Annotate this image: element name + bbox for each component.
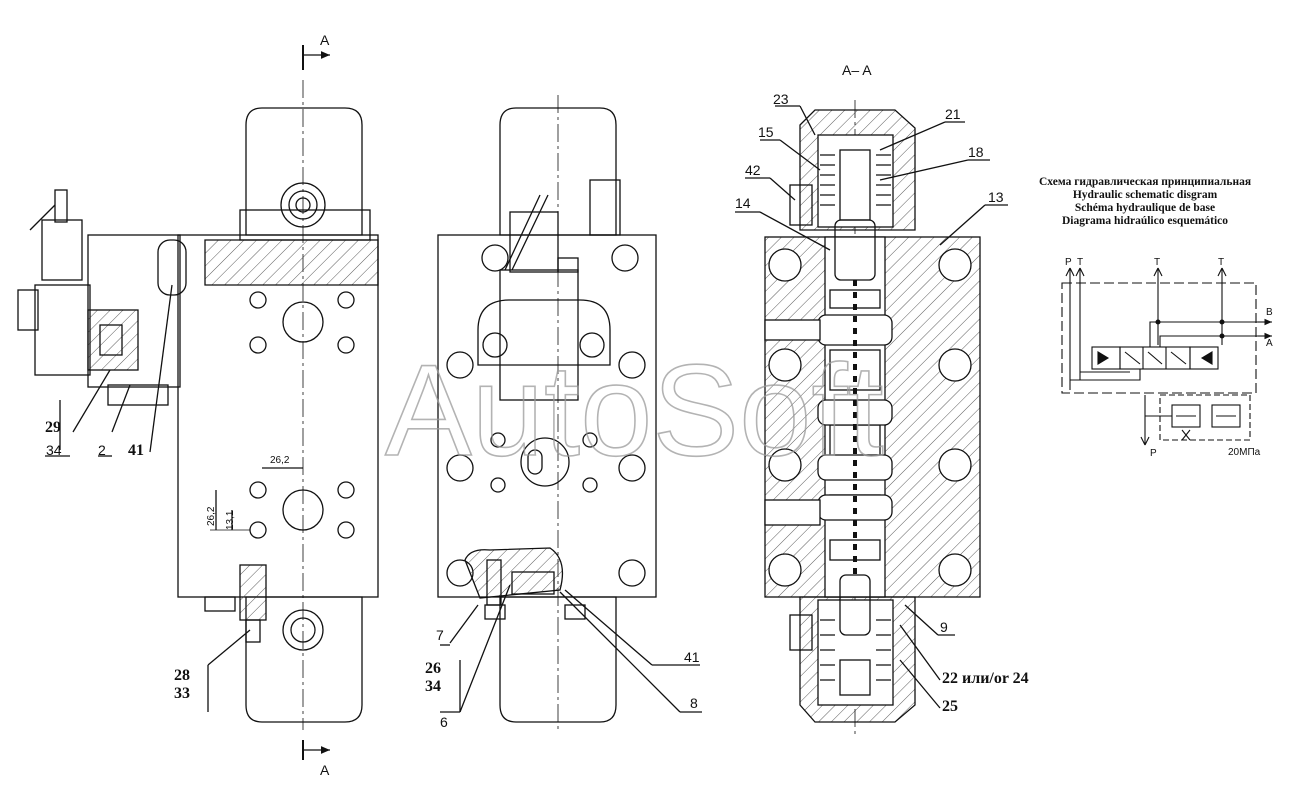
callout-6: 6 — [440, 714, 448, 730]
front-view-middle — [437, 95, 702, 730]
port-t-right: T — [1218, 257, 1224, 268]
section-title: A– A — [842, 62, 872, 78]
legend-line-ru: Схема гидравлическая принципиальная — [1039, 176, 1251, 188]
dimension-vertical-1: 26,2 — [206, 506, 217, 526]
callout-23: 23 — [773, 91, 789, 107]
legend-line-es: Diagrama hidraúlico esquemático — [1062, 215, 1228, 227]
watermark: AutoSoft — [385, 337, 884, 483]
callout-34-left: 34 — [46, 442, 62, 458]
callout-41-left: 41 — [128, 442, 144, 459]
dimension-horizontal: 26,2 — [270, 455, 290, 466]
callout-41-middle: 41 — [684, 649, 700, 665]
port-t-middle: T — [1154, 257, 1160, 268]
pressure-label: 20МПа — [1228, 447, 1261, 458]
section-mark-a-bottom: A — [320, 762, 330, 778]
section-mark-a-top: A — [320, 32, 330, 48]
port-p-bottom: P — [1150, 448, 1157, 459]
callout-22-or-24: 22 или/or 24 — [942, 670, 1029, 687]
callout-34-middle: 34 — [425, 678, 441, 695]
port-t-left: T — [1077, 257, 1083, 268]
callout-13: 13 — [988, 189, 1004, 205]
legend-line-en: Hydraulic schematic disgram — [1073, 189, 1218, 201]
callout-29: 29 — [45, 419, 61, 436]
port-a: A — [1266, 338, 1273, 349]
callout-42: 42 — [745, 162, 761, 178]
callout-15: 15 — [758, 124, 774, 140]
callout-18: 18 — [968, 144, 984, 160]
callout-14: 14 — [735, 195, 751, 211]
callout-9: 9 — [940, 619, 948, 635]
side-view-left — [17, 45, 379, 760]
callout-26: 26 — [425, 660, 441, 677]
legend-line-fr: Schéma hydraulique de base — [1075, 202, 1215, 214]
callout-33: 33 — [174, 685, 190, 702]
hydraulic-schematic — [1061, 267, 1272, 446]
dimension-vertical-2: 13,1 — [225, 510, 236, 530]
callout-25: 25 — [942, 698, 958, 715]
section-view-a-a — [735, 100, 1008, 735]
port-p-top: P — [1065, 257, 1072, 268]
callout-28: 28 — [174, 667, 190, 684]
callout-8: 8 — [690, 695, 698, 711]
callout-2: 2 — [98, 442, 106, 458]
port-b: B — [1266, 307, 1273, 318]
callout-21: 21 — [945, 106, 961, 122]
callout-7: 7 — [436, 627, 444, 643]
